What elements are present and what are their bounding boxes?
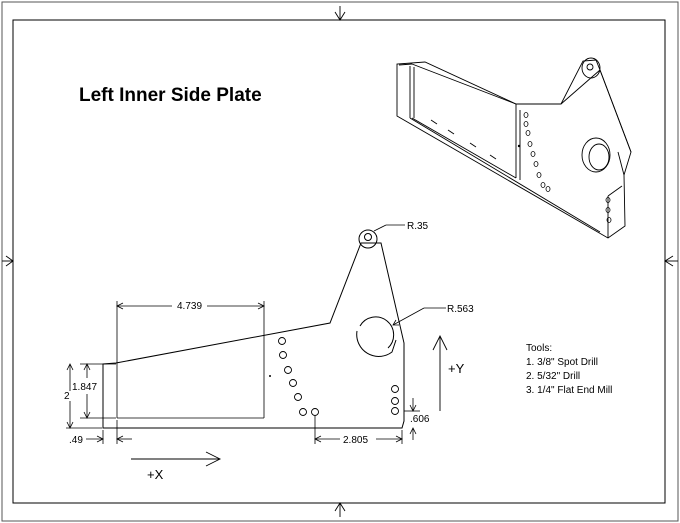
dim-hole-x: 2.805: [343, 435, 368, 446]
center-mark: [269, 375, 271, 377]
tool-item: 1. 3/8" Spot Drill: [526, 356, 612, 370]
isometric-view: [396, 57, 632, 239]
dim-top-width: 4.739: [177, 301, 202, 312]
dim-left-offset: .49: [69, 435, 83, 446]
dim-height-total: 2: [64, 391, 70, 402]
tools-heading: Tools:: [526, 343, 553, 354]
tool-item: 2. 5/32" Drill: [526, 370, 612, 384]
dim-height-upper: 1.847: [72, 382, 97, 393]
radius-lug-label: R.35: [407, 221, 429, 232]
tool-name: Flat End Mill: [557, 385, 613, 396]
axis-y-label: +Y: [448, 361, 465, 376]
tool-item: 3. 1/4" Flat End Mill: [526, 384, 612, 398]
tool-name: Spot Drill: [557, 357, 598, 368]
dim-hole-y: .606: [410, 414, 430, 425]
tool-size: 3/8": [537, 357, 555, 368]
tool-number: 2.: [526, 371, 535, 382]
plate-holes: [278, 337, 399, 416]
axis-arrows: [131, 334, 448, 467]
tool-number: 1.: [526, 357, 535, 368]
drawing-title: Left Inner Side Plate: [79, 85, 262, 106]
tools-note: Tools: 1. 3/8" Spot Drill 2. 5/32" Drill…: [526, 342, 612, 398]
tool-number: 3.: [526, 385, 535, 396]
reference-lines: [116, 301, 265, 419]
isometric-holes: [517, 112, 612, 223]
radius-bore-label: R.563: [447, 304, 474, 315]
axis-x-label: +X: [147, 467, 164, 482]
tool-name: Drill: [562, 371, 581, 382]
dimension-lines: [66, 224, 446, 444]
tool-size: 5/32": [537, 371, 561, 382]
tool-size: 1/4": [537, 385, 555, 396]
center-markers: [2, 6, 678, 517]
plate-profile: [102, 229, 405, 429]
